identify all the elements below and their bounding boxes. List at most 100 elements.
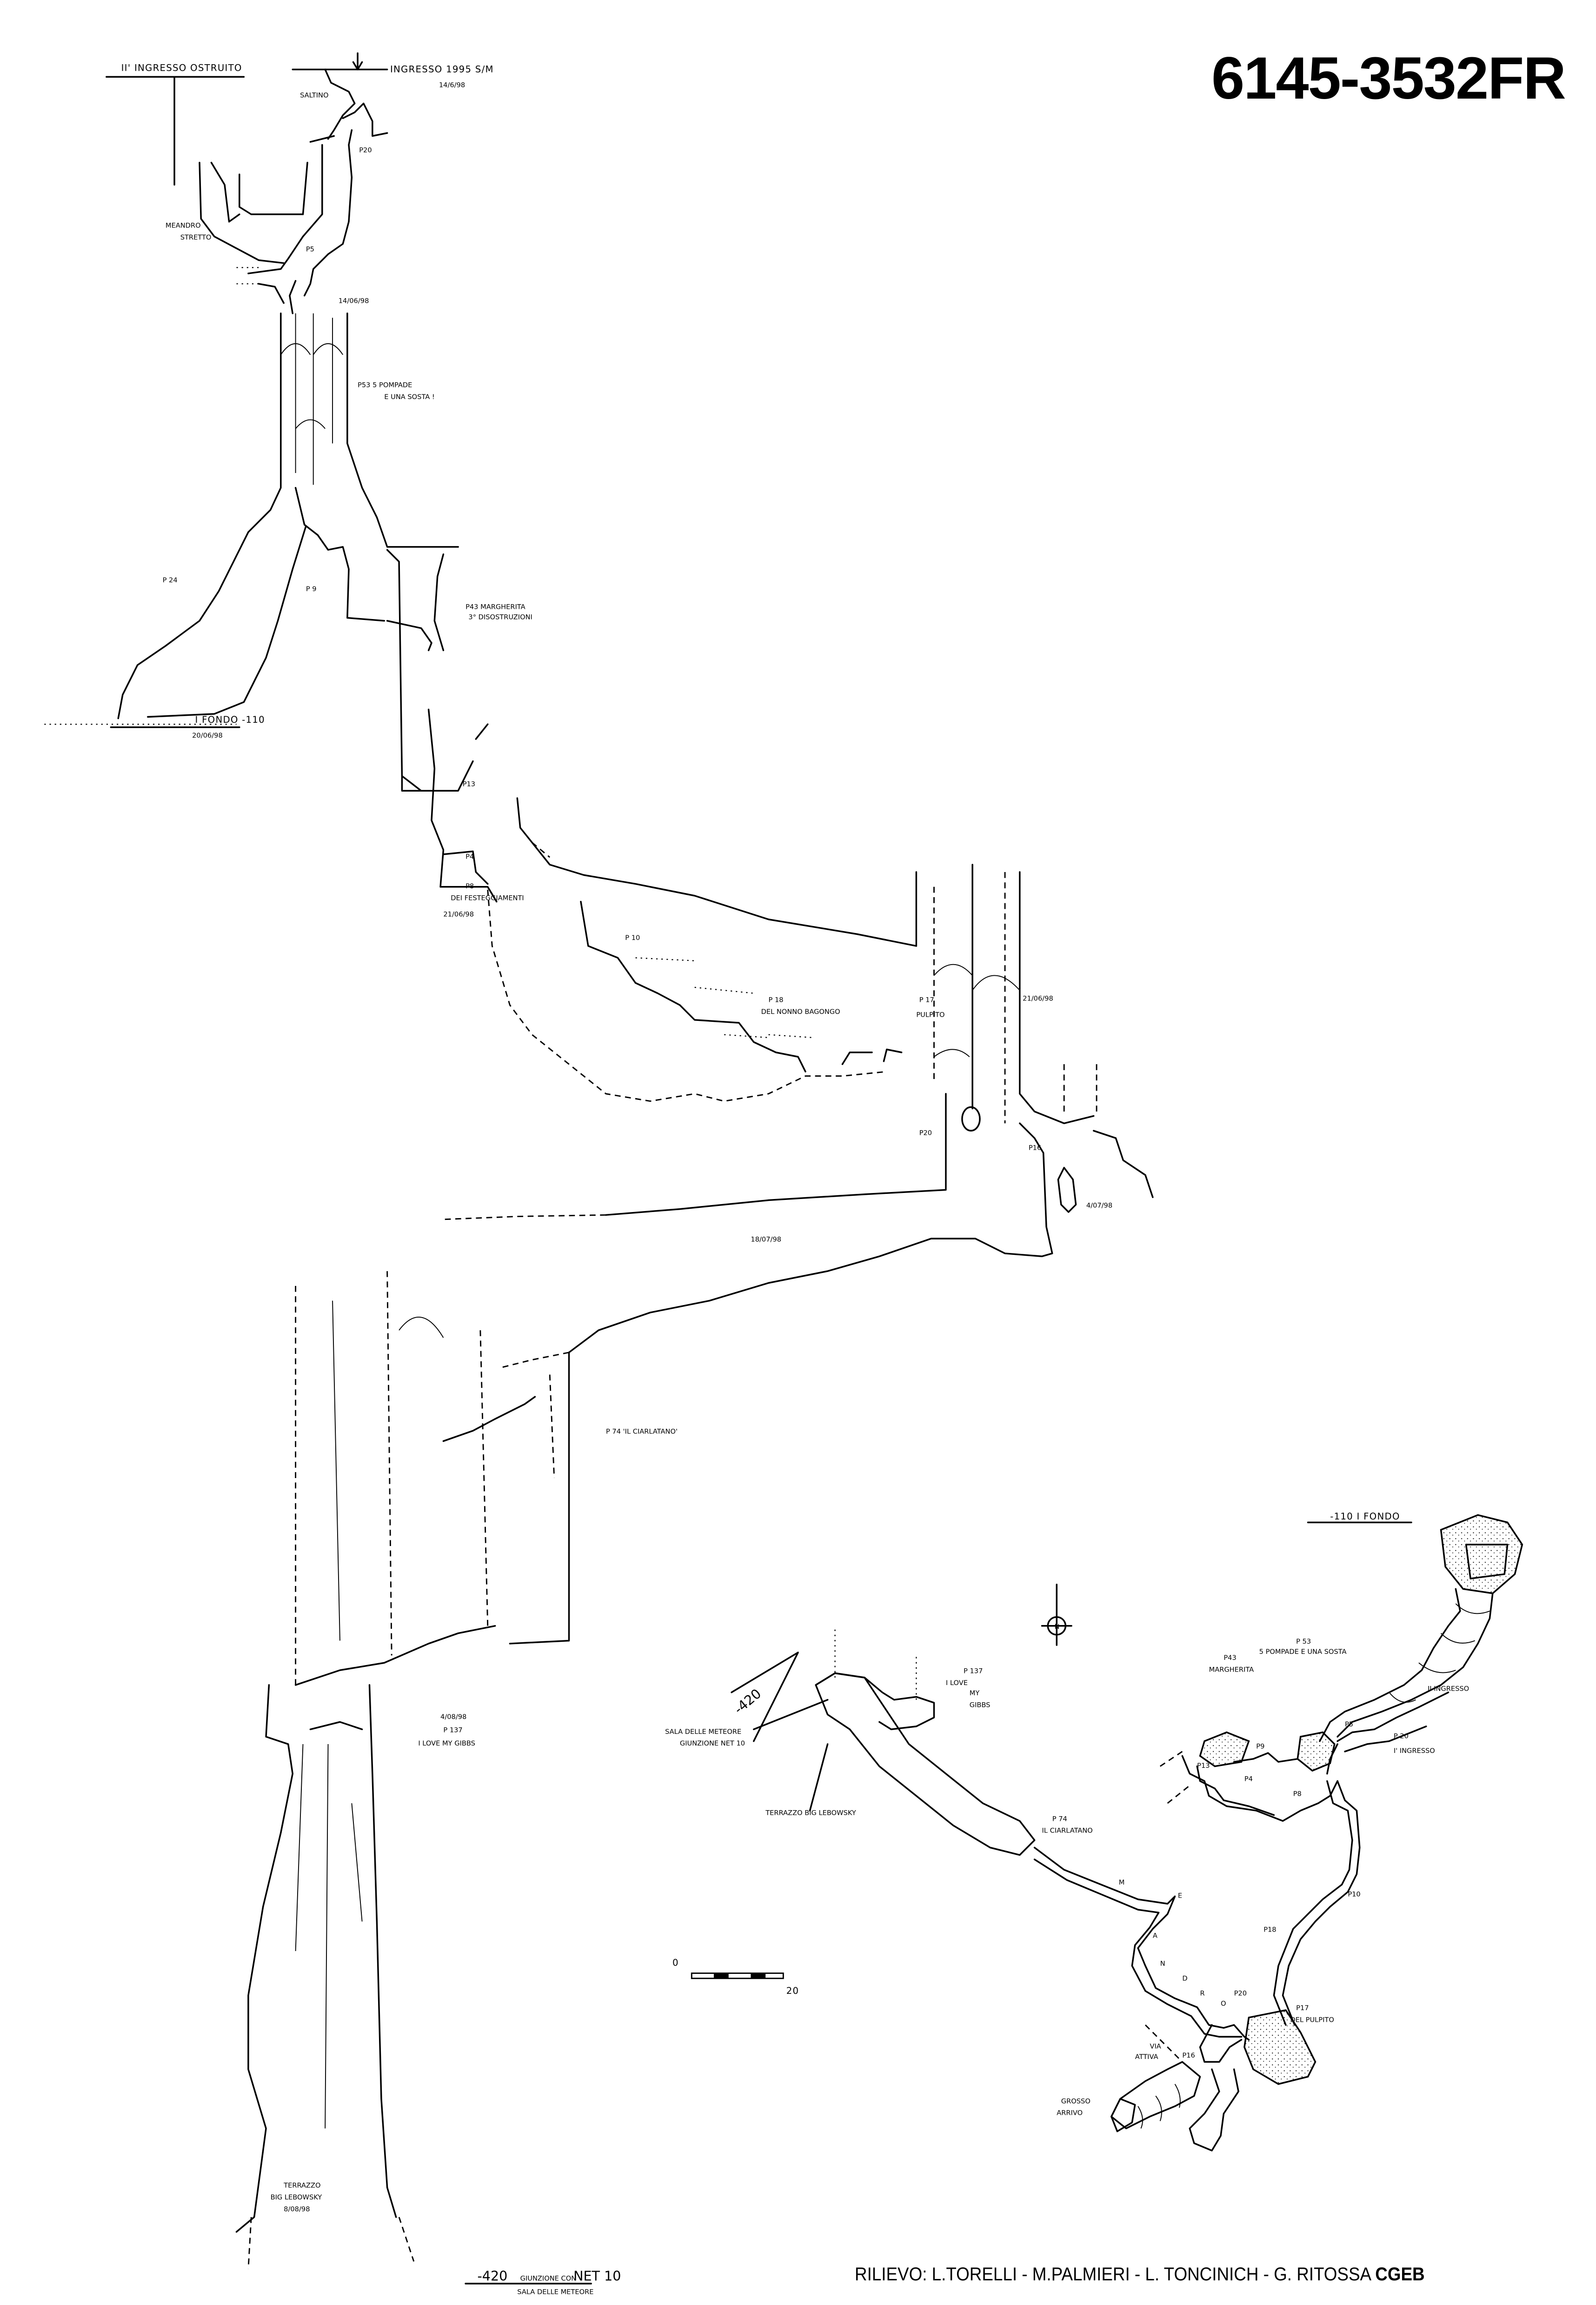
boulder-ledge [442,1396,536,1442]
plan-label-p9: P9 [1256,1743,1264,1751]
label-bottom-junction: GIUNZIONE CON [520,2275,577,2283]
p17-chamber [1244,2009,1317,2085]
plan-view: N 0 20 [672,1514,1523,2152]
label-fondo-1-date: 20/06/98 [192,732,223,739]
label-date-p16: 4/07/98 [1086,1201,1112,1209]
shaft-wall [303,68,388,297]
label-entrance-date: 14/6/98 [439,81,465,89]
plan-label-p17: P17 [1296,2004,1309,2012]
label-p17-sub: PULPITO [916,1011,944,1019]
scale-bar: 0 20 [672,1958,799,1996]
label-p8-sub: DEI FESTEGGIAMENTI [451,894,524,902]
plan-label-via: VIA [1150,2043,1161,2051]
label-date-p5: 14/06/98 [339,297,369,305]
label-p13: P13 [463,780,475,788]
plan-label-p17-sub: DEL PULPITO [1290,2016,1334,2024]
plan-label-p20-low: P20 [1234,1989,1247,1997]
meandro-letter: E [1178,1892,1182,1900]
label-bottom-depth: -420 [477,2268,507,2284]
label-p4: P4 [466,853,474,860]
plan-label-p10: P10 [1348,1890,1360,1898]
label-p18-sub: DEL NONNO BAGONGO [761,1008,840,1016]
plan-label-love: I LOVE [946,1679,968,1687]
plan-label-arrivo: ARRIVO [1057,2109,1083,2117]
label-date-gallery: 18/07/98 [751,1236,781,1244]
profile-section [44,52,1154,2285]
plan-label-p53-sub: 5 POMPADE E UNA SOSTA [1259,1648,1347,1656]
label-p43-sub: 3° DISOSTRUZIONI [468,613,532,621]
label-p5: P5 [306,245,314,253]
label-entrance-1: INGRESSO 1995 S/M [390,64,494,75]
label-terrazzo-date: 8/08/98 [284,2205,310,2213]
label-terrazzo: TERRAZZO [283,2181,320,2189]
label-terrazzo-sub: BIG LEBOWSKY [271,2193,322,2201]
sala-meteore [815,1672,935,1731]
label-p20-top: P20 [359,146,372,154]
plan-label-p20: P 20 [1394,1732,1409,1740]
label-date-p137: 4/08/98 [440,1713,466,1721]
scale-max: 20 [786,1985,799,1996]
plan-label-p43-sub: MARGHERITA [1209,1665,1254,1673]
meandro-letter: D [1182,1975,1187,1983]
plan-label-ciarlatano: IL CIARLATANO [1042,1827,1092,1835]
label-bottom-room: SALA DELLE METEORE [517,2288,593,2296]
plan-label-p16: P16 [1182,2052,1195,2059]
label-p9: P 9 [306,585,317,593]
label-p17: P 17 [919,996,934,1004]
plan-label-grosso: GROSSO [1061,2097,1091,2105]
entrance-2-level [106,76,245,186]
cadastral-code: 6145-3532FR [1211,45,1566,112]
boulder-ledge [294,1625,496,1686]
p74-passage [815,1672,1036,1856]
label-p18: P 18 [769,996,784,1004]
plan-label-giunzione: GIUNZIONE NET 10 [680,1739,745,1747]
meander [1033,1846,1250,2041]
label-p8: P8 [466,882,474,890]
entrance-arrow-icon [352,52,363,71]
label-p20-low: P20 [919,1129,932,1137]
plan-label-sala: SALA DELLE METEORE [665,1728,741,1736]
plan-label-p53: P 53 [1296,1638,1311,1645]
plan-label-p74: P 74 [1052,1815,1067,1823]
plan-label-p43: P43 [1224,1654,1236,1662]
label-p43: P43 MARGHERITA [466,603,525,611]
plan-label-p18: P18 [1264,1926,1276,1934]
label-fondo-1: I FONDO -110 [195,714,265,725]
meandro-letter: O [1221,2000,1226,2008]
label-date-p17: 21/06/98 [1023,995,1053,1003]
boulder [961,1106,981,1132]
plan-label-attiva: ATTIVA [1135,2053,1158,2061]
north-arrow-icon: N [1041,1584,1072,1646]
meandro-letter: M [1119,1879,1125,1886]
plan-labels: -110 I FONDO P 53 5 POMPADE E UNA SOSTA … [665,1511,1469,2117]
label-p16: P16 [1029,1144,1041,1152]
plan-label-p5: P5 [1345,1720,1353,1728]
plan-label-fondo: -110 I FONDO [1330,1511,1400,1522]
plan-label-my: MY [970,1689,980,1697]
label-stretto: STRETTO [180,233,212,241]
plan-label-gibbs: GIBBS [970,1701,991,1709]
plan-label-p4: P4 [1244,1775,1253,1783]
plan-label-ingresso-1: I' INGRESSO [1394,1747,1435,1755]
label-p137-sub: I LOVE MY GIBBS [418,1739,475,1747]
plan-label-p8: P8 [1293,1790,1302,1798]
fondo-1-chamber [1440,1514,1523,1594]
meandro-letter: A [1153,1932,1157,1939]
label-p74: P 74 'IL CIARLATANO' [606,1428,678,1436]
profile-labels: II' INGRESSO OSTRUITO INGRESSO 1995 S/M … [121,63,1113,2296]
plan-label-terrazzo: TERRAZZO BIG LEBOWSKY [765,1809,856,1817]
meandro-letter: R [1200,1989,1205,1997]
plan-label-p13: P13 [1197,1762,1210,1770]
label-p53: P53 5 POMPADE [358,381,412,389]
p43-chamber [1199,1731,1250,1767]
label-entrance-2: II' INGRESSO OSTRUITO [121,63,242,73]
label-p24: P 24 [163,576,178,584]
label-p137: P 137 [443,1726,462,1734]
meandro-letter: N [1160,1960,1165,1968]
label-meandro: MEANDRO [166,221,201,229]
plan-label-p137: P 137 [964,1667,983,1675]
survey-credits: RILIEVO: L.TORELLI - M.PALMIERI - L. TON… [855,2264,1425,2285]
north-label: N [1055,1623,1060,1631]
